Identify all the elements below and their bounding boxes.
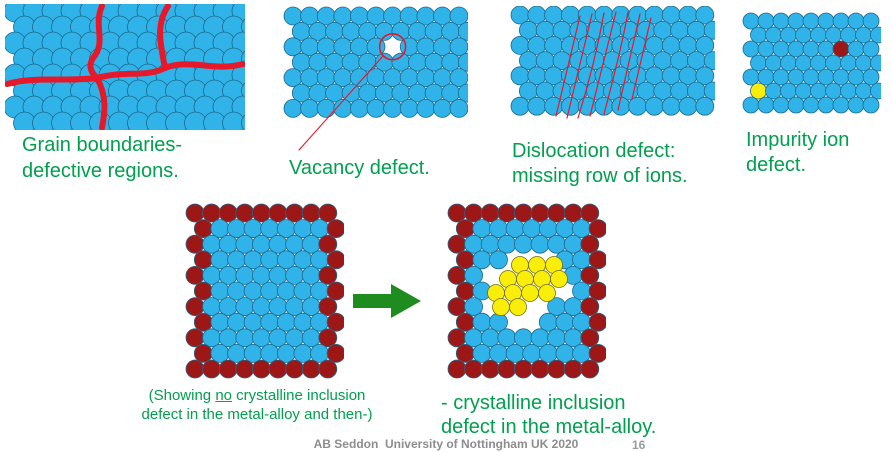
after-inclusion-caption: - crystalline inclusion defect in the me… <box>441 391 656 439</box>
dislocation-label-line1: Dislocation defect: <box>512 140 676 162</box>
impurity-label-line2: defect. <box>746 154 807 176</box>
dislocation-defect-diagram <box>510 6 715 119</box>
alloy-without-inclusion-diagram <box>185 203 344 379</box>
vacancy-defect-diagram <box>283 6 468 151</box>
footer-credit: AB Seddon University of Nottingham UK 20… <box>313 437 579 451</box>
before-caption-underlined-word: no <box>215 387 232 404</box>
vacancy-defect-label: Vacancy defect. <box>289 157 430 179</box>
before-caption-part3: crystalline inclusion <box>232 387 366 404</box>
after-caption-line1: - crystalline inclusion <box>441 392 626 414</box>
grain-label-line1: Grain boundaries- <box>22 134 183 156</box>
grain-label-line2: defective regions. <box>22 160 179 182</box>
dislocation-label-line2: missing row of ions. <box>512 165 688 187</box>
dislocation-defect-label: Dislocation defect: missing row of ions. <box>512 139 688 189</box>
before-caption-line2: defect in the metal-alloy and then-) <box>141 406 373 423</box>
alloy-with-inclusion-diagram <box>447 203 606 379</box>
page-number: 16 <box>632 438 646 452</box>
impurity-ion-label: Impurity ion defect. <box>746 128 849 178</box>
impurity-ion-diagram <box>742 12 881 114</box>
after-caption-line2: defect in the metal-alloy. <box>441 416 657 438</box>
transformation-arrow-icon <box>353 284 421 318</box>
grain-boundaries-diagram <box>5 4 245 130</box>
before-caption-part1: (Showing <box>148 387 216 404</box>
before-inclusion-caption: (Showing no crystalline inclusion defect… <box>128 386 386 424</box>
before-caption-line1: (Showing no crystalline inclusion <box>128 386 386 405</box>
impurity-label-line1: Impurity ion <box>746 129 850 151</box>
grain-boundaries-label: Grain boundaries- defective regions. <box>22 132 182 184</box>
